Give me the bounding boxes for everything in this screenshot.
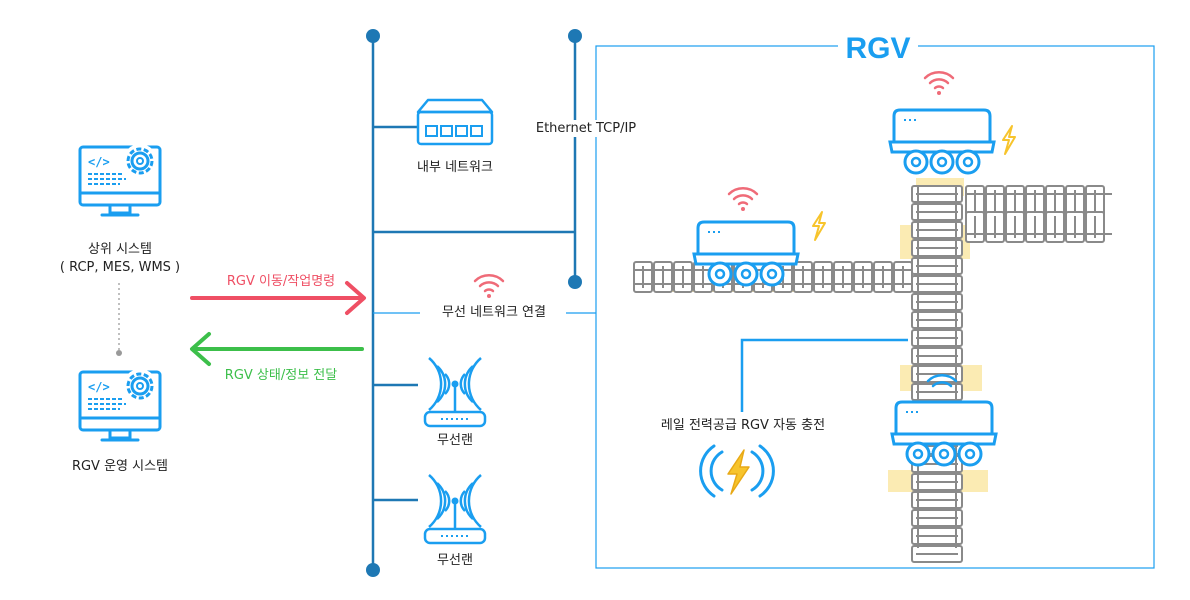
rail-tie: [793, 261, 813, 293]
vehicle3-wifi-icon: [926, 374, 958, 388]
rail-tie: [873, 261, 893, 293]
ethernet-label: Ethernet TCP/IP: [521, 120, 651, 137]
operation-system-label: RGV 운영 시스템: [71, 459, 169, 474]
command-arrow: [190, 281, 366, 315]
rail-tie: [911, 347, 963, 365]
charging-connector: [740, 338, 908, 412]
rail-tie: [911, 527, 963, 545]
bus-endpoint-top: [366, 29, 380, 43]
command-arrow-label: RGV 이동/작업명령: [226, 274, 336, 289]
internal-network-label: 내부 네트워크: [417, 160, 493, 175]
operation-system-computer-icon: [78, 367, 162, 442]
rail-tie: [1045, 211, 1065, 243]
rail-tie: [833, 261, 853, 293]
charging-label: 레일 전력공급 RGV 자동 충전: [660, 418, 826, 433]
bus-endpoint-bottom: [366, 563, 380, 577]
rail-tie: [653, 261, 673, 293]
rail-tie: [965, 211, 985, 243]
rail-tie: [911, 491, 963, 509]
status-arrow-label: RGV 상태/정보 전달: [224, 368, 338, 383]
rail-tie: [911, 239, 963, 257]
rail-tie: [911, 293, 963, 311]
rail-tie: [911, 203, 963, 221]
status-arrow: [190, 332, 364, 366]
vehicle2-bolt-icon: [812, 211, 826, 241]
rgv-vehicle-3: [890, 400, 998, 467]
upper-system-sublabel: ( RCP, MES, WMS ): [59, 260, 181, 275]
rail-tie: [853, 261, 873, 293]
rail-tie: [911, 221, 963, 239]
rail-tie: [911, 275, 963, 293]
ethernet-endpoint-top: [568, 29, 582, 43]
rail-tie: [893, 261, 913, 293]
rail-tie: [911, 383, 963, 401]
access-point-icon-2: [423, 473, 487, 545]
upper-system-label: 상위 시스템: [88, 242, 152, 257]
rail-tie: [911, 545, 963, 563]
rail-tie: [673, 261, 693, 293]
rail-tie: [911, 509, 963, 527]
rail-tie: [1065, 211, 1085, 243]
charging-lightning-icon: [699, 444, 775, 498]
rail-tie: [911, 185, 963, 203]
rail-tie: [1085, 211, 1105, 243]
vehicle1-bolt-icon: [1002, 125, 1016, 155]
rgv-vehicle-1: [888, 108, 996, 175]
connector-dot: [116, 350, 122, 356]
vehicle1-wifi-icon: [923, 71, 955, 97]
ethernet-endpoint-bottom: [568, 275, 582, 289]
rgv-vehicle-2: [692, 220, 800, 287]
upper-system-computer-icon: [78, 142, 162, 217]
rail-tie: [911, 473, 963, 491]
switch-icon: [416, 98, 494, 146]
rgv-area-box: [595, 45, 1155, 569]
wireless-link-label: 무선 네트워크 연결: [442, 305, 546, 320]
rail-tie: [1005, 211, 1025, 243]
rgv-area-title: RGV: [838, 32, 918, 66]
rail-tie: [985, 211, 1005, 243]
access-point-icon-1: [423, 356, 487, 428]
rail-tie: [911, 257, 963, 275]
rail-tie: [911, 329, 963, 347]
rail-tie: [813, 261, 833, 293]
rail-tie: [911, 311, 963, 329]
rail-tie: [1025, 211, 1045, 243]
wlan2-label: 무선랜: [437, 553, 473, 568]
rail-tie: [633, 261, 653, 293]
wifi-icon: [473, 274, 505, 300]
vehicle2-wifi-icon: [727, 187, 759, 213]
wlan1-label: 무선랜: [437, 433, 473, 448]
